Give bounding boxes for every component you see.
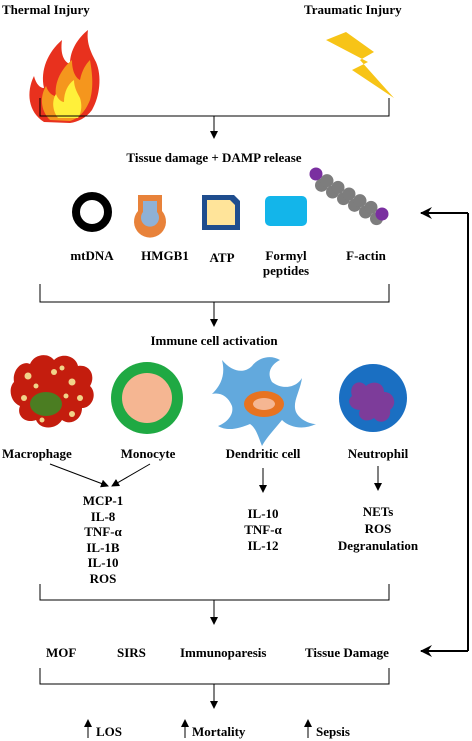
damp-label-f-actin: F-actin <box>346 248 386 263</box>
actin-bead <box>375 207 389 221</box>
mediator: MCP-1 <box>82 493 124 508</box>
neutrophil-icon <box>339 364 407 432</box>
bead-chain-icon <box>309 167 389 226</box>
increase-mortality: Mortality <box>192 724 246 739</box>
mediator: IL-12 <box>247 538 279 553</box>
mediator: IL-10 <box>247 506 279 521</box>
neutrophil-mediators: NETs ROS Degranulation <box>326 503 430 554</box>
bracket-injury <box>39 98 390 139</box>
outcome-immunoparesis: Immunoparesis <box>180 645 267 660</box>
outcome-tissue-damage: Tissue Damage <box>305 645 389 660</box>
mediator: TNF-α <box>84 524 122 540</box>
cell-arrows <box>49 463 382 493</box>
actin-bead <box>353 194 367 208</box>
rounded-rect-icon <box>265 196 307 226</box>
mediator: TNF-α <box>244 522 282 537</box>
traumatic-injury-label: Traumatic Injury <box>304 2 402 17</box>
macro-mono-mediators: MCP-1 IL-8 TNF-α IL-1B IL-10 ROS <box>60 493 146 587</box>
feedback-loop-arrow <box>420 207 469 657</box>
flame-icon <box>29 30 100 123</box>
up-arrow-icons <box>84 719 312 738</box>
outcome-sirs: SIRS <box>117 645 146 660</box>
stage1-title: Tissue damage + DAMP release <box>126 150 302 165</box>
cell-label-macrophage: Macrophage <box>2 446 72 461</box>
mediator: Degranulation <box>337 538 419 553</box>
bracket-damps <box>39 284 390 327</box>
increase-los: LOS <box>96 724 123 739</box>
lightning-bolt-icon <box>326 32 394 98</box>
actin-bead <box>342 187 356 201</box>
damp-label-mtdna: mtDNA <box>70 248 114 263</box>
monocyte-icon <box>111 362 183 434</box>
mediator: IL-10 <box>87 555 119 571</box>
damp-label-hmgb1: HMGB1 <box>141 248 189 263</box>
ring-icon <box>72 192 112 232</box>
mediator: ROS <box>364 521 392 536</box>
damp-label-formyl-peptides: Formyl peptides <box>262 248 310 278</box>
mediator: IL-1B <box>86 539 120 555</box>
cell-label-neutrophil: Neutrophil <box>347 446 409 461</box>
bracket-outcomes <box>39 668 390 709</box>
actin-bead <box>309 167 323 181</box>
dendritic-mediators: IL-10 TNF-α IL-12 <box>223 506 303 554</box>
damp-label-atp: ATP <box>209 250 235 265</box>
mediator: NETs <box>362 504 394 519</box>
macrophage-icon <box>10 355 94 428</box>
mediator: ROS <box>89 570 117 586</box>
actin-bead <box>320 174 334 188</box>
cell-label-dendritic: Dendritic cell <box>225 446 301 461</box>
dendritic-cell-icon <box>212 357 316 446</box>
thermal-injury-label: Thermal Injury <box>2 2 90 17</box>
increase-sepsis: Sepsis <box>316 724 350 739</box>
square-icon <box>202 195 240 230</box>
drop-icon <box>134 195 166 238</box>
mediator: IL-8 <box>90 508 116 524</box>
outcome-mof: MOF <box>46 645 77 660</box>
actin-bead <box>331 180 345 194</box>
bracket-mediators <box>39 584 390 625</box>
stage2-title: Immune cell activation <box>150 333 278 348</box>
cell-label-monocyte: Monocyte <box>120 446 176 461</box>
actin-bead <box>364 200 378 214</box>
